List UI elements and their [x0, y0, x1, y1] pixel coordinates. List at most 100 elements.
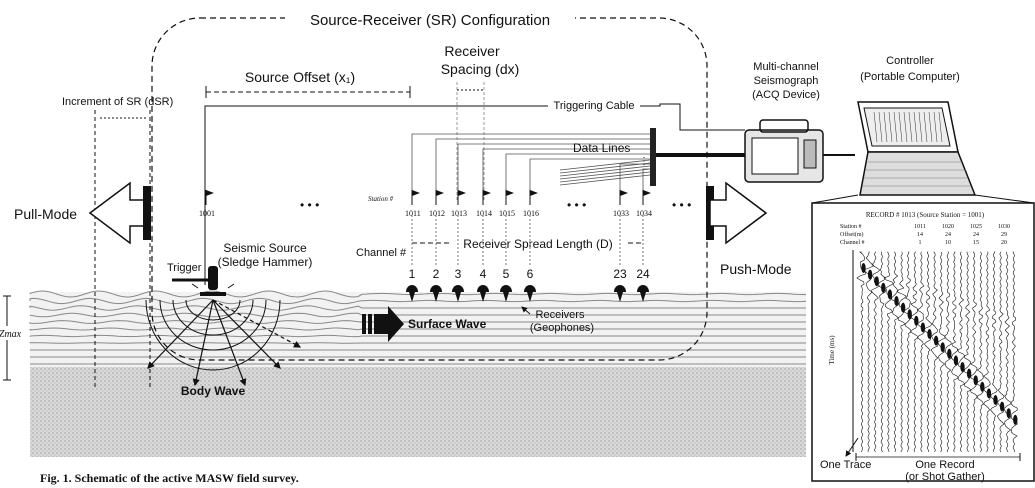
- station-flag-1033: [619, 190, 628, 205]
- record-header: RECORD # 1013 (Source Station = 1001): [866, 211, 985, 219]
- triggering-cable: [204, 103, 745, 285]
- seismic-trace: [997, 251, 1005, 453]
- seismic-trace: [930, 251, 939, 453]
- laptop-icon: [857, 101, 977, 196]
- station-1015: 1015: [499, 209, 515, 218]
- record-offset: 29: [1001, 232, 1007, 238]
- figure-caption: Fig. 1. Schematic of the active MASW fie…: [40, 471, 299, 485]
- increment-label: Increment of SR (dSR): [62, 96, 173, 108]
- record-channel: 1: [919, 240, 922, 246]
- surface-wave-arrival: [947, 348, 952, 359]
- source-offset-label: Source Offset (x₁): [245, 69, 355, 85]
- data-line-extra: [559, 171, 651, 183]
- station-flag-1015: [505, 190, 514, 205]
- record-channel: 10: [945, 240, 951, 246]
- seismic-trace: [990, 251, 998, 453]
- triggering-cable-label: Triggering Cable: [554, 100, 635, 112]
- geophone-icon: [406, 285, 418, 302]
- surface-wave-arrival: [973, 375, 978, 386]
- receivers-label-1: Receivers: [536, 309, 585, 321]
- record-row-station: Station #: [840, 224, 862, 230]
- seismograph-label-3: (ACQ Device): [752, 89, 820, 101]
- sledge-hammer-icon: [172, 266, 235, 296]
- surface-wave-arrival: [980, 381, 985, 392]
- seismic-trace: [951, 251, 959, 453]
- station-1011: 1011: [405, 209, 421, 218]
- seismic-trace: [863, 251, 874, 452]
- data-line: [505, 153, 650, 200]
- surface-wave-arrival: [986, 388, 992, 399]
- body-wave-rays: [147, 299, 302, 387]
- surface-wave-arrow: [362, 306, 404, 342]
- station-flag-1013: [457, 190, 466, 205]
- surface-wave-arrival: [887, 289, 893, 300]
- record-station: 1030: [998, 224, 1010, 230]
- seismic-trace: [903, 251, 912, 453]
- record-channel: 15: [973, 240, 979, 246]
- svg-text:⋮: ⋮: [639, 156, 649, 167]
- data-lines-label: Data Lines: [573, 141, 630, 155]
- geophone-icon: [430, 285, 442, 302]
- seismograph-label-1: Multi-channel: [753, 61, 818, 73]
- station-1016: 1016: [523, 209, 539, 218]
- data-line-extra: [559, 165, 651, 177]
- surface-wave-arrival: [914, 315, 919, 326]
- channel-2: 2: [433, 267, 440, 281]
- data-line: [482, 148, 650, 200]
- seismic-source-label-2: (Sledge Hammer): [218, 255, 313, 269]
- surface-wave-label: Surface Wave: [408, 317, 487, 331]
- station-1014: 1014: [476, 209, 492, 218]
- seismic-trace: [976, 251, 984, 453]
- data-line-extra: [559, 168, 651, 180]
- channel-5: 5: [503, 267, 510, 281]
- data-line: [411, 133, 650, 200]
- wavefronts: [145, 299, 281, 371]
- surface-wave-arrival: [894, 296, 899, 306]
- seismic-source-label-1: Seismic Source: [223, 241, 307, 255]
- pull-mode-arrow: [88, 181, 151, 245]
- push-mode-label: Push-Mode: [720, 261, 792, 277]
- controller-label-2: (Portable Computer): [860, 71, 960, 83]
- seismic-trace: [944, 251, 953, 453]
- station-1033: 1033: [613, 209, 629, 218]
- station-flag-1014: [482, 190, 491, 205]
- seismic-trace: [982, 251, 991, 453]
- ellipsis-left: • • •: [300, 198, 319, 212]
- one-record-label-2: (or Shot Gather): [905, 471, 984, 483]
- record-station: 1025: [970, 224, 982, 230]
- surface-wave-arrival: [999, 401, 1005, 412]
- channel-24: 24: [636, 267, 650, 281]
- geophone-icon: [477, 285, 489, 302]
- body-wave-label: Body Wave: [181, 384, 246, 398]
- seismic-trace: [937, 251, 946, 453]
- surface-wave-arrival: [920, 322, 926, 333]
- surface-wave-arrival: [966, 368, 972, 379]
- surface-wave-arrival: [867, 269, 873, 280]
- seismograph-device: [744, 119, 824, 183]
- surface-wave-arrival: [933, 335, 939, 346]
- data-line: [435, 138, 650, 200]
- receivers-label-2: (Geophones): [530, 322, 594, 334]
- station-flag-1034: [642, 190, 651, 205]
- surface-wave-arrival: [960, 362, 965, 372]
- station-flag-1016: [529, 190, 538, 205]
- seismic-trace: [963, 251, 972, 453]
- surface-wave-arrival: [861, 263, 866, 273]
- sr-config-box: [151, 17, 708, 361]
- surface-wave-arrival: [953, 355, 959, 366]
- channel-3: 3: [455, 267, 462, 281]
- data-line: [457, 143, 650, 200]
- geophone-icon: [500, 285, 512, 302]
- record-station: 1020: [942, 224, 954, 230]
- surface-wave-arrival: [900, 302, 906, 313]
- ellipsis-right: • • •: [672, 198, 691, 212]
- record-row-channel: Channel #: [840, 240, 865, 246]
- time-axis-label: Time (ms): [828, 335, 836, 365]
- push-mode-arrow: [706, 181, 768, 245]
- seismic-trace: [910, 251, 919, 453]
- surface-wave-arrival: [940, 342, 945, 353]
- shot-record-panel: RECORD # 1013 (Source Station = 1001) St…: [811, 194, 1035, 483]
- ellipsis-mid: • • •: [567, 198, 586, 212]
- station-flag-1011: [411, 190, 420, 205]
- ground-layers: [29, 290, 807, 457]
